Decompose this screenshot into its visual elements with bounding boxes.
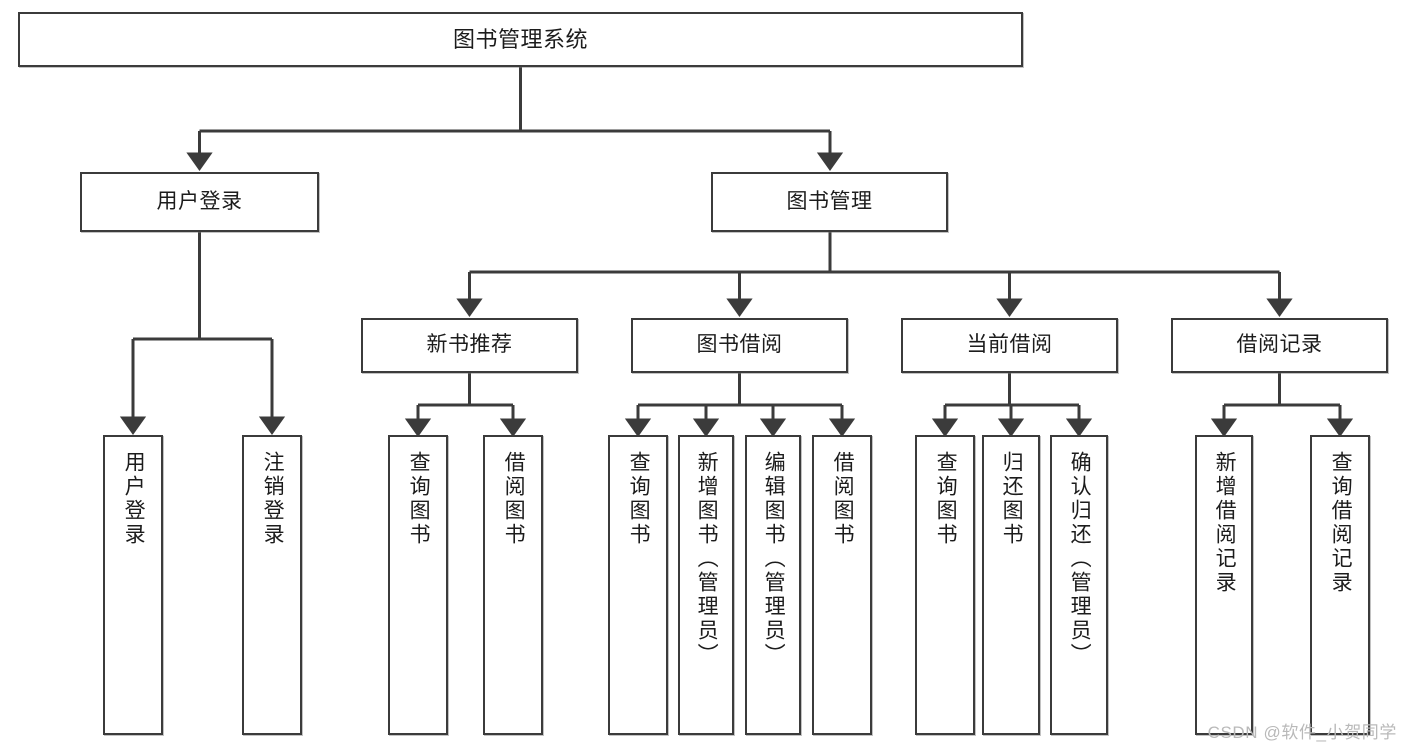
node-leaf-return-book[interactable]: 归还图书: [982, 435, 1040, 735]
node-user-login[interactable]: 用户登录: [80, 172, 319, 232]
node-borrow-record-label: 借阅记录: [1236, 333, 1323, 357]
node-user-login-label: 用户登录: [156, 189, 243, 213]
node-leaf-query-book-borrow[interactable]: 查询图书: [608, 435, 668, 735]
node-leaf-user-logout-label: 注销登录: [261, 451, 285, 547]
node-leaf-confirm-return-admin[interactable]: 确认归还（管理员）: [1050, 435, 1108, 735]
node-leaf-borrow-book[interactable]: 借阅图书: [812, 435, 872, 735]
node-leaf-confirm-return-admin-label: 确认归还（管理员）: [1068, 451, 1092, 667]
node-leaf-borrow-book-rec-label: 借阅图书: [502, 451, 526, 547]
node-leaf-add-book-admin-label: 新增图书（管理员）: [695, 451, 719, 667]
node-leaf-user-logout[interactable]: 注销登录: [242, 435, 302, 735]
node-leaf-add-borrow-record-label: 新增借阅记录: [1213, 451, 1237, 595]
node-new-book-recommend[interactable]: 新书推荐: [361, 318, 578, 373]
node-leaf-query-book-rec[interactable]: 查询图书: [388, 435, 448, 735]
node-borrow-record[interactable]: 借阅记录: [1171, 318, 1388, 373]
node-leaf-query-book-current-label: 查询图书: [934, 451, 958, 547]
node-book-manage[interactable]: 图书管理: [711, 172, 948, 232]
node-book-borrow[interactable]: 图书借阅: [631, 318, 848, 373]
node-current-borrow[interactable]: 当前借阅: [901, 318, 1118, 373]
node-leaf-return-book-label: 归还图书: [1000, 451, 1024, 547]
node-leaf-query-borrow-record[interactable]: 查询借阅记录: [1310, 435, 1370, 735]
csdn-watermark: CSDN @软件_小贺同学: [1207, 723, 1397, 742]
node-book-borrow-label: 图书借阅: [696, 333, 783, 357]
node-leaf-add-book-admin[interactable]: 新增图书（管理员）: [678, 435, 734, 735]
node-root-label: 图书管理系统: [452, 26, 588, 52]
node-root[interactable]: 图书管理系统: [18, 12, 1023, 67]
node-leaf-query-book-current[interactable]: 查询图书: [915, 435, 975, 735]
node-leaf-user-login[interactable]: 用户登录: [103, 435, 163, 735]
node-leaf-query-borrow-record-label: 查询借阅记录: [1329, 451, 1353, 595]
node-leaf-borrow-book-rec[interactable]: 借阅图书: [483, 435, 543, 735]
node-leaf-query-book-rec-label: 查询图书: [407, 451, 431, 547]
node-leaf-edit-book-admin[interactable]: 编辑图书（管理员）: [745, 435, 801, 735]
node-leaf-borrow-book-label: 借阅图书: [831, 451, 855, 547]
node-current-borrow-label: 当前借阅: [966, 333, 1053, 357]
node-leaf-user-login-label: 用户登录: [122, 451, 146, 547]
node-leaf-add-borrow-record[interactable]: 新增借阅记录: [1195, 435, 1253, 735]
node-leaf-edit-book-admin-label: 编辑图书（管理员）: [762, 451, 786, 667]
node-leaf-query-book-borrow-label: 查询图书: [627, 451, 651, 547]
node-book-manage-label: 图书管理: [786, 189, 873, 213]
node-new-book-recommend-label: 新书推荐: [426, 333, 513, 357]
